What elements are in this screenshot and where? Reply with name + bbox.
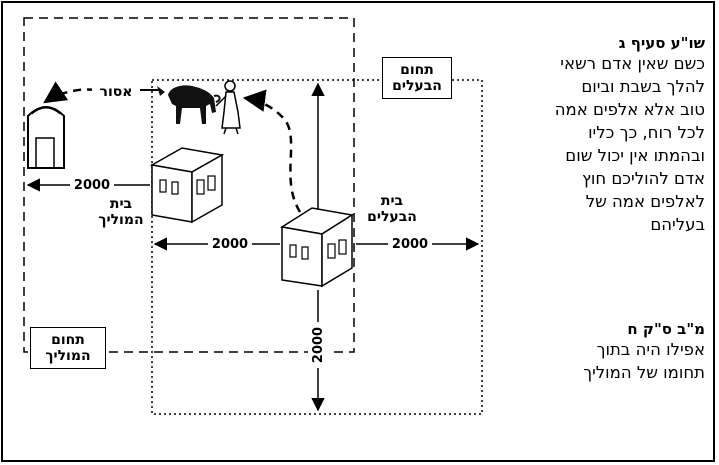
text-column: שו"ע סעיף ג כשם שאין אדם רשאי להלך בשבת …: [491, 34, 705, 236]
lender-house-label-line2: המוליך: [98, 212, 144, 228]
barn-icon: [27, 106, 65, 169]
lender-domain-label: תחום המוליך: [30, 327, 106, 369]
owners-domain-boundary: [151, 79, 483, 415]
para1-line: ובהמתו אין יכול שום: [565, 146, 705, 165]
para2-line: אפילו היה בתוך: [596, 340, 705, 359]
owners-house-label-line1: בית: [380, 193, 404, 209]
forbidden-label: אסור: [100, 84, 133, 100]
lender-domain-boundary: [23, 17, 355, 353]
para1-line: אדם להוליכם חוץ: [581, 169, 705, 188]
owners-domain-label-line2: הבעלים: [392, 78, 442, 94]
distance-owner-down: 2000: [311, 327, 326, 363]
para1-line: להלך בשבת וביום: [581, 77, 705, 96]
owners-house-icon: [279, 207, 355, 288]
lender-domain-label-line2: המוליך: [45, 348, 91, 364]
path-to-barn: [43, 81, 96, 104]
person-icon: [215, 80, 241, 135]
lender-house-label-line1: בית: [109, 196, 133, 212]
path-to-person: [242, 89, 302, 213]
distance-owner-right: 2000: [392, 237, 428, 252]
lender-house-label: בית המוליך: [86, 196, 156, 228]
para2-line: תחומו של המוליך: [583, 363, 705, 382]
owners-house-label: בית הבעלים: [357, 193, 427, 225]
owners-domain-label-line1: תחום: [400, 62, 434, 78]
para1-line: לאלפים אמה של: [585, 192, 705, 211]
text-column-2: מ"ב ס"ק ח אפילו היה בתוך תחומו של המוליך: [491, 320, 705, 384]
para1-line: טוב אלא אלפים אמה: [554, 100, 705, 119]
owners-house-label-line2: הבעלים: [367, 209, 417, 225]
distance-lender-left: 2000: [74, 178, 110, 193]
lender-domain-label-line1: תחום: [51, 332, 85, 348]
para1-line: לכל רוח, כך כליו: [588, 123, 705, 142]
cow-icon: [157, 85, 221, 124]
lender-house-icon: [149, 147, 225, 224]
para1-line: כשם שאין אדם רשאי: [560, 54, 705, 73]
heading-mishna-berura: מ"ב ס"ק ח: [627, 320, 705, 338]
para1-line: בעליהם: [650, 215, 705, 234]
owners-domain-label: תחום הבעלים: [382, 57, 452, 99]
distance-owner-left: 2000: [212, 237, 248, 252]
heading-shulchan-aruch: שו"ע סעיף ג: [618, 34, 705, 52]
